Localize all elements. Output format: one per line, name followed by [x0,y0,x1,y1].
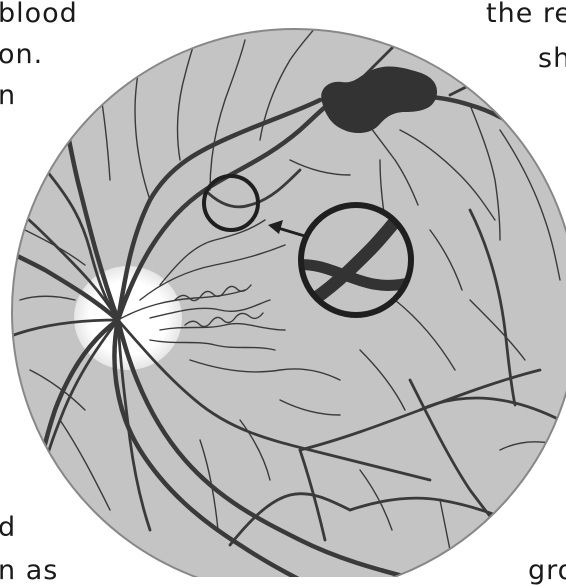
retina-fundus-diagram [0,0,566,577]
